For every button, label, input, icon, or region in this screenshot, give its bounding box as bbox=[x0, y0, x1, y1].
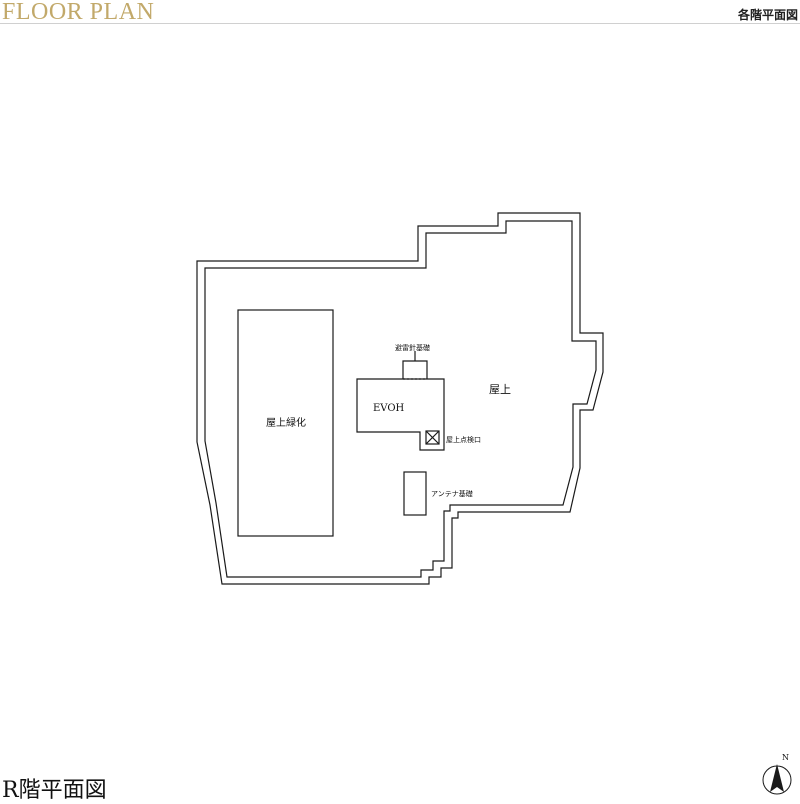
floor-label: R階平面図 bbox=[2, 778, 107, 803]
evoh-room bbox=[356, 378, 445, 451]
label-rooftop-greening: 屋上緑化 bbox=[266, 416, 306, 429]
section-label: 各階平面図 bbox=[737, 8, 798, 22]
antenna-base bbox=[403, 471, 427, 516]
label-rooftop: 屋上 bbox=[489, 383, 511, 396]
header-divider bbox=[0, 23, 800, 24]
rooftop-greening-area bbox=[237, 309, 334, 537]
rooftop-hatch-box bbox=[425, 430, 440, 445]
compass-north-label: N bbox=[782, 753, 789, 762]
north-compass-icon: N bbox=[762, 753, 792, 795]
label-rooftop-hatch: 屋上点検口 bbox=[446, 435, 481, 444]
label-antenna-base: アンテナ基礎 bbox=[431, 489, 473, 498]
rooftop-hatch-cross bbox=[425, 430, 440, 445]
parapet-inner-line bbox=[204, 220, 597, 578]
parapet-outer-line bbox=[196, 212, 604, 585]
label-lightning-rod-base: 避雷針基礎 bbox=[395, 343, 430, 352]
page-title: FLOOR PLAN bbox=[2, 0, 155, 25]
label-evoh: EVOH bbox=[373, 403, 405, 414]
lightning-rod-base bbox=[402, 360, 428, 379]
